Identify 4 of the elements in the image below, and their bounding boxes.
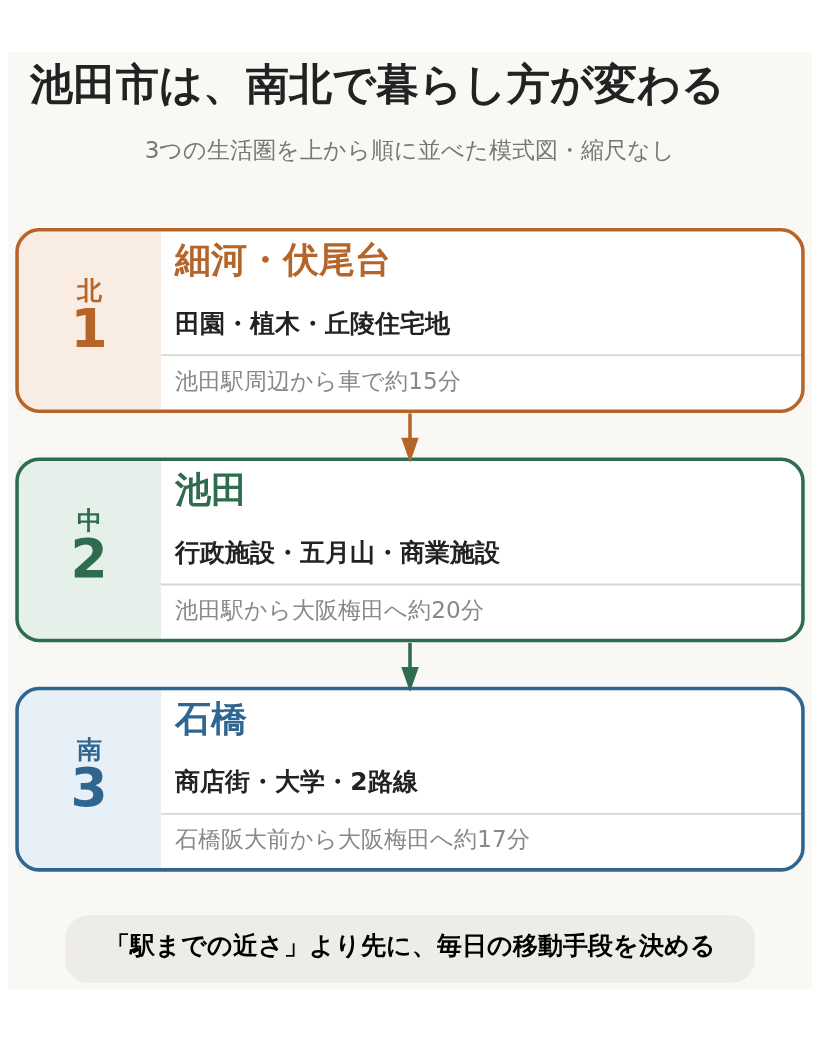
diagram-title: 池田市は、南北で暮らし方が変わる xyxy=(29,58,725,109)
arrow xyxy=(401,412,419,463)
arrow xyxy=(401,642,419,692)
label: 3つの生活圏を上から順に並べた模式図・縮尺なし xyxy=(144,136,676,163)
